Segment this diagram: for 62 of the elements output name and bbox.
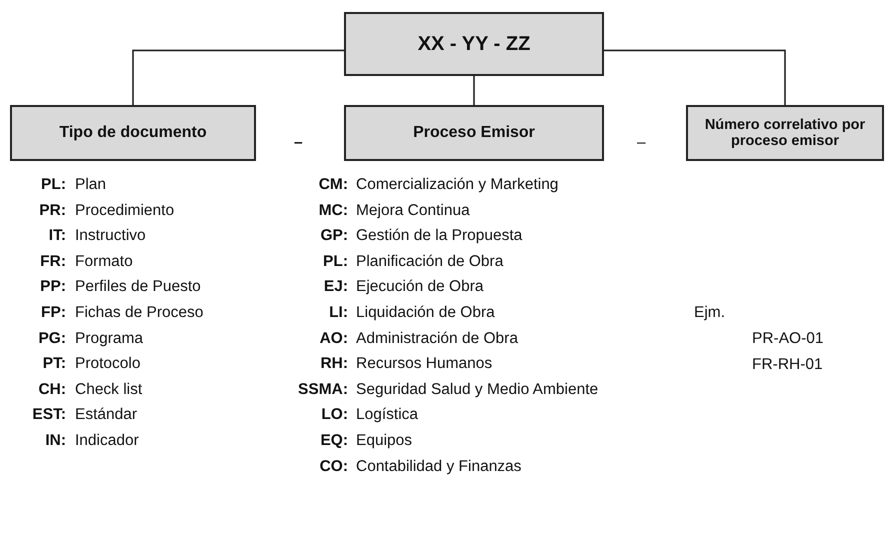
code-description: Ejecución de Obra	[356, 278, 484, 296]
code-description: Comercialización y Marketing	[356, 176, 558, 194]
box-title: XX - YY - ZZ	[418, 32, 530, 56]
code: FR:	[40, 252, 66, 271]
code: SSMA:	[298, 380, 348, 399]
connector-line	[604, 50, 786, 105]
code-description: Planificación de Obra	[356, 252, 504, 271]
code-description: Indicador	[75, 432, 139, 450]
code: PT:	[42, 355, 66, 374]
code: PR:	[39, 202, 66, 220]
code: FP:	[41, 304, 66, 322]
code: GP:	[320, 227, 348, 246]
code: PP:	[40, 278, 66, 296]
connector-line	[473, 76, 475, 105]
code: PL:	[41, 176, 66, 194]
code-description: Gestión de la Propuesta	[356, 227, 522, 246]
code-description: Estándar	[75, 406, 138, 424]
code-description: Perfiles de Puesto	[75, 278, 201, 296]
code-description: Administración de Obra	[356, 330, 518, 348]
code: IT:	[48, 227, 66, 246]
code: IN:	[45, 432, 66, 450]
example-code: FR-RH-01	[752, 356, 823, 374]
example-code: PR-AO-01	[752, 330, 824, 348]
code: LO:	[321, 406, 348, 424]
code-description: Logística	[356, 406, 418, 424]
code-description: Liquidación de Obra	[356, 304, 495, 322]
separator-dash: –	[294, 134, 303, 152]
code-description: Formato	[75, 252, 133, 271]
code-description: Instructivo	[75, 227, 146, 246]
code-description: Programa	[75, 330, 144, 348]
code: MC:	[318, 202, 348, 220]
header-box	[686, 105, 884, 161]
code: CM:	[318, 176, 348, 194]
code: CH:	[38, 380, 66, 399]
code: EST:	[32, 406, 66, 424]
code-description: Mejora Continua	[356, 202, 470, 220]
separator-dash: –	[637, 134, 646, 152]
box-title: Tipo de documento	[59, 124, 207, 142]
code-description: Contabilidad y Finanzas	[356, 458, 522, 476]
code: AO:	[320, 330, 348, 348]
header-box	[10, 105, 256, 161]
header-box	[344, 105, 604, 161]
code: PL:	[323, 252, 348, 271]
code: EJ:	[324, 278, 348, 296]
code: CO:	[320, 458, 348, 476]
code-description: Fichas de Proceso	[75, 304, 204, 322]
code-description: Procedimiento	[75, 202, 174, 220]
code-description: Recursos Humanos	[356, 355, 492, 374]
code-description: Check list	[75, 380, 142, 399]
box-title: Proceso Emisor	[413, 124, 535, 142]
code-description: Seguridad Salud y Medio Ambiente	[356, 380, 598, 399]
box-title: Número correlativo por proceso emisor	[704, 117, 866, 149]
header-box	[344, 12, 604, 76]
code-description: Protocolo	[75, 355, 140, 374]
connector-line	[132, 50, 344, 105]
code: PG:	[38, 330, 66, 348]
code: EQ:	[320, 432, 348, 450]
code: RH:	[320, 355, 348, 374]
code-description: Plan	[75, 176, 106, 194]
code: LI:	[329, 304, 348, 322]
code-description: Equipos	[356, 432, 412, 450]
example-heading: Ejm.	[694, 304, 725, 322]
